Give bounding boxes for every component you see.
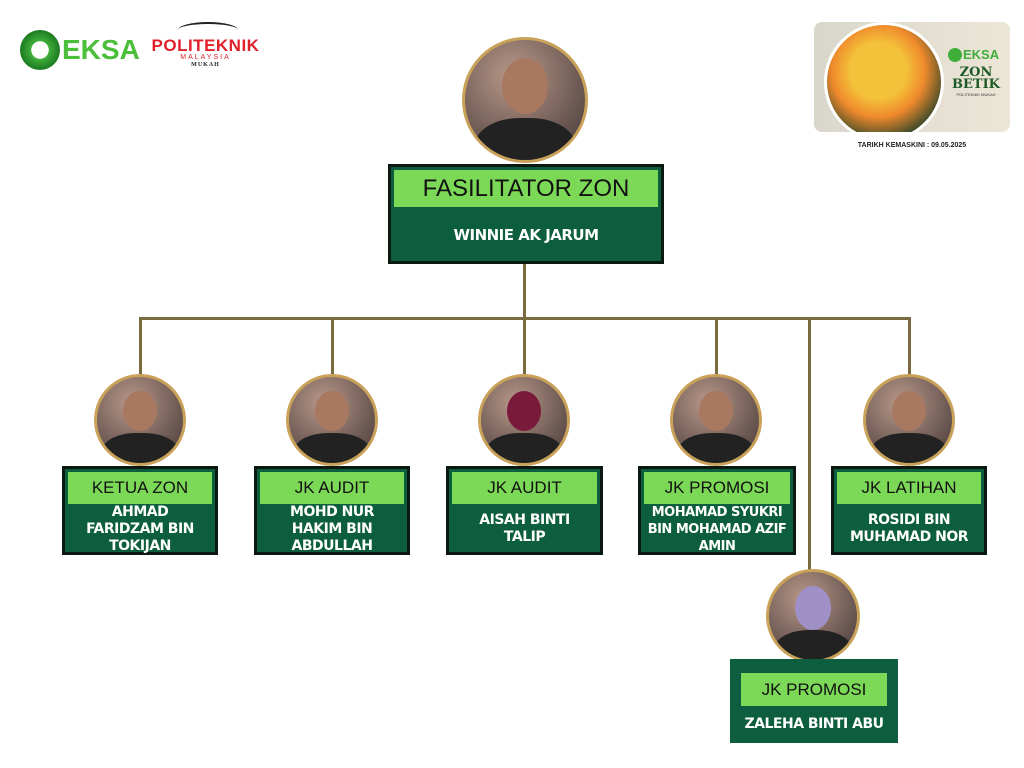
- member-photo: [670, 374, 762, 466]
- facilitator-photo: [462, 37, 588, 163]
- member-role: JK AUDIT: [452, 472, 597, 504]
- facilitator-card: FASILITATOR ZON WINNIE AK JARUM: [388, 164, 664, 264]
- last-updated-text: TARIKH KEMASKINI : 09.05.2025: [857, 142, 967, 149]
- member-photo: [478, 374, 570, 466]
- member-role: JK AUDIT: [260, 472, 404, 504]
- member-card: JK PROMOSI ZALEHA BINTI ABU: [730, 659, 898, 743]
- connector-line: [908, 317, 911, 375]
- member-name: MOHD NUR HAKIM BIN ABDULLAH: [290, 503, 374, 554]
- banner-eksa-text: EKSA: [963, 47, 1000, 62]
- member-role: JK PROMOSI: [644, 472, 790, 504]
- member-card: JK AUDIT AISAH BINTI TALIP: [446, 466, 603, 555]
- member-photo: [94, 374, 186, 466]
- papaya-image: [824, 22, 944, 132]
- mukah-text: MUKAH: [191, 62, 220, 68]
- eksa-emblem-icon: [20, 30, 60, 70]
- banner-zone-text: ZON: [959, 65, 993, 80]
- facilitator-role: FASILITATOR ZON: [394, 170, 658, 207]
- connector-line: [523, 263, 526, 320]
- member-photo: [863, 374, 955, 466]
- banner-sub-text: POLITEKNIK MUKAH: [956, 92, 996, 97]
- member-name: AISAH BINTI TALIP: [479, 512, 570, 545]
- connector-line: [715, 317, 718, 375]
- member-card: JK AUDIT MOHD NUR HAKIM BIN ABDULLAH: [254, 466, 410, 555]
- politeknik-text: POLITEKNIK: [151, 36, 260, 55]
- eksa-text: EKSA: [62, 34, 140, 65]
- banner-name-text: BETIK: [952, 77, 1000, 92]
- member-role: KETUA ZON: [68, 472, 212, 504]
- connector-line: [139, 317, 142, 375]
- connector-line: [523, 317, 526, 375]
- member-role: JK PROMOSI: [741, 673, 887, 706]
- zon-betik-banner: EKSA ZON BETIK POLITEKNIK MUKAH: [814, 22, 1010, 132]
- logo-swoosh-icon: [178, 22, 238, 38]
- connector-line: [808, 317, 811, 575]
- member-card: JK PROMOSI MOHAMAD SYUKRI BIN MOHAMAD AZ…: [638, 466, 796, 555]
- member-role: JK LATIHAN: [837, 472, 981, 504]
- banner-eksa-icon: [948, 48, 962, 62]
- malaysia-text: MALAYSIA: [180, 54, 231, 61]
- connector-line: [331, 317, 334, 375]
- member-name: MOHAMAD SYUKRI BIN MOHAMAD AZIF AMIN: [647, 504, 787, 554]
- politeknik-logo: POLITEKNIK MALAYSIA MUKAH: [138, 22, 273, 72]
- eksa-logo: EKSA: [20, 28, 140, 72]
- member-card: JK LATIHAN ROSIDI BIN MUHAMAD NOR: [831, 466, 987, 555]
- member-photo: [766, 569, 860, 663]
- member-name: ZALEHA BINTI ABU: [744, 715, 885, 732]
- member-card: KETUA ZON AHMAD FARIDZAM BIN TOKIJAN: [62, 466, 218, 555]
- facilitator-name: WINNIE AK JARUM: [453, 225, 599, 244]
- member-name: ROSIDI BIN MUHAMAD NOR: [849, 512, 969, 545]
- member-name: AHMAD FARIDZAM BIN TOKIJAN: [86, 503, 194, 554]
- member-photo: [286, 374, 378, 466]
